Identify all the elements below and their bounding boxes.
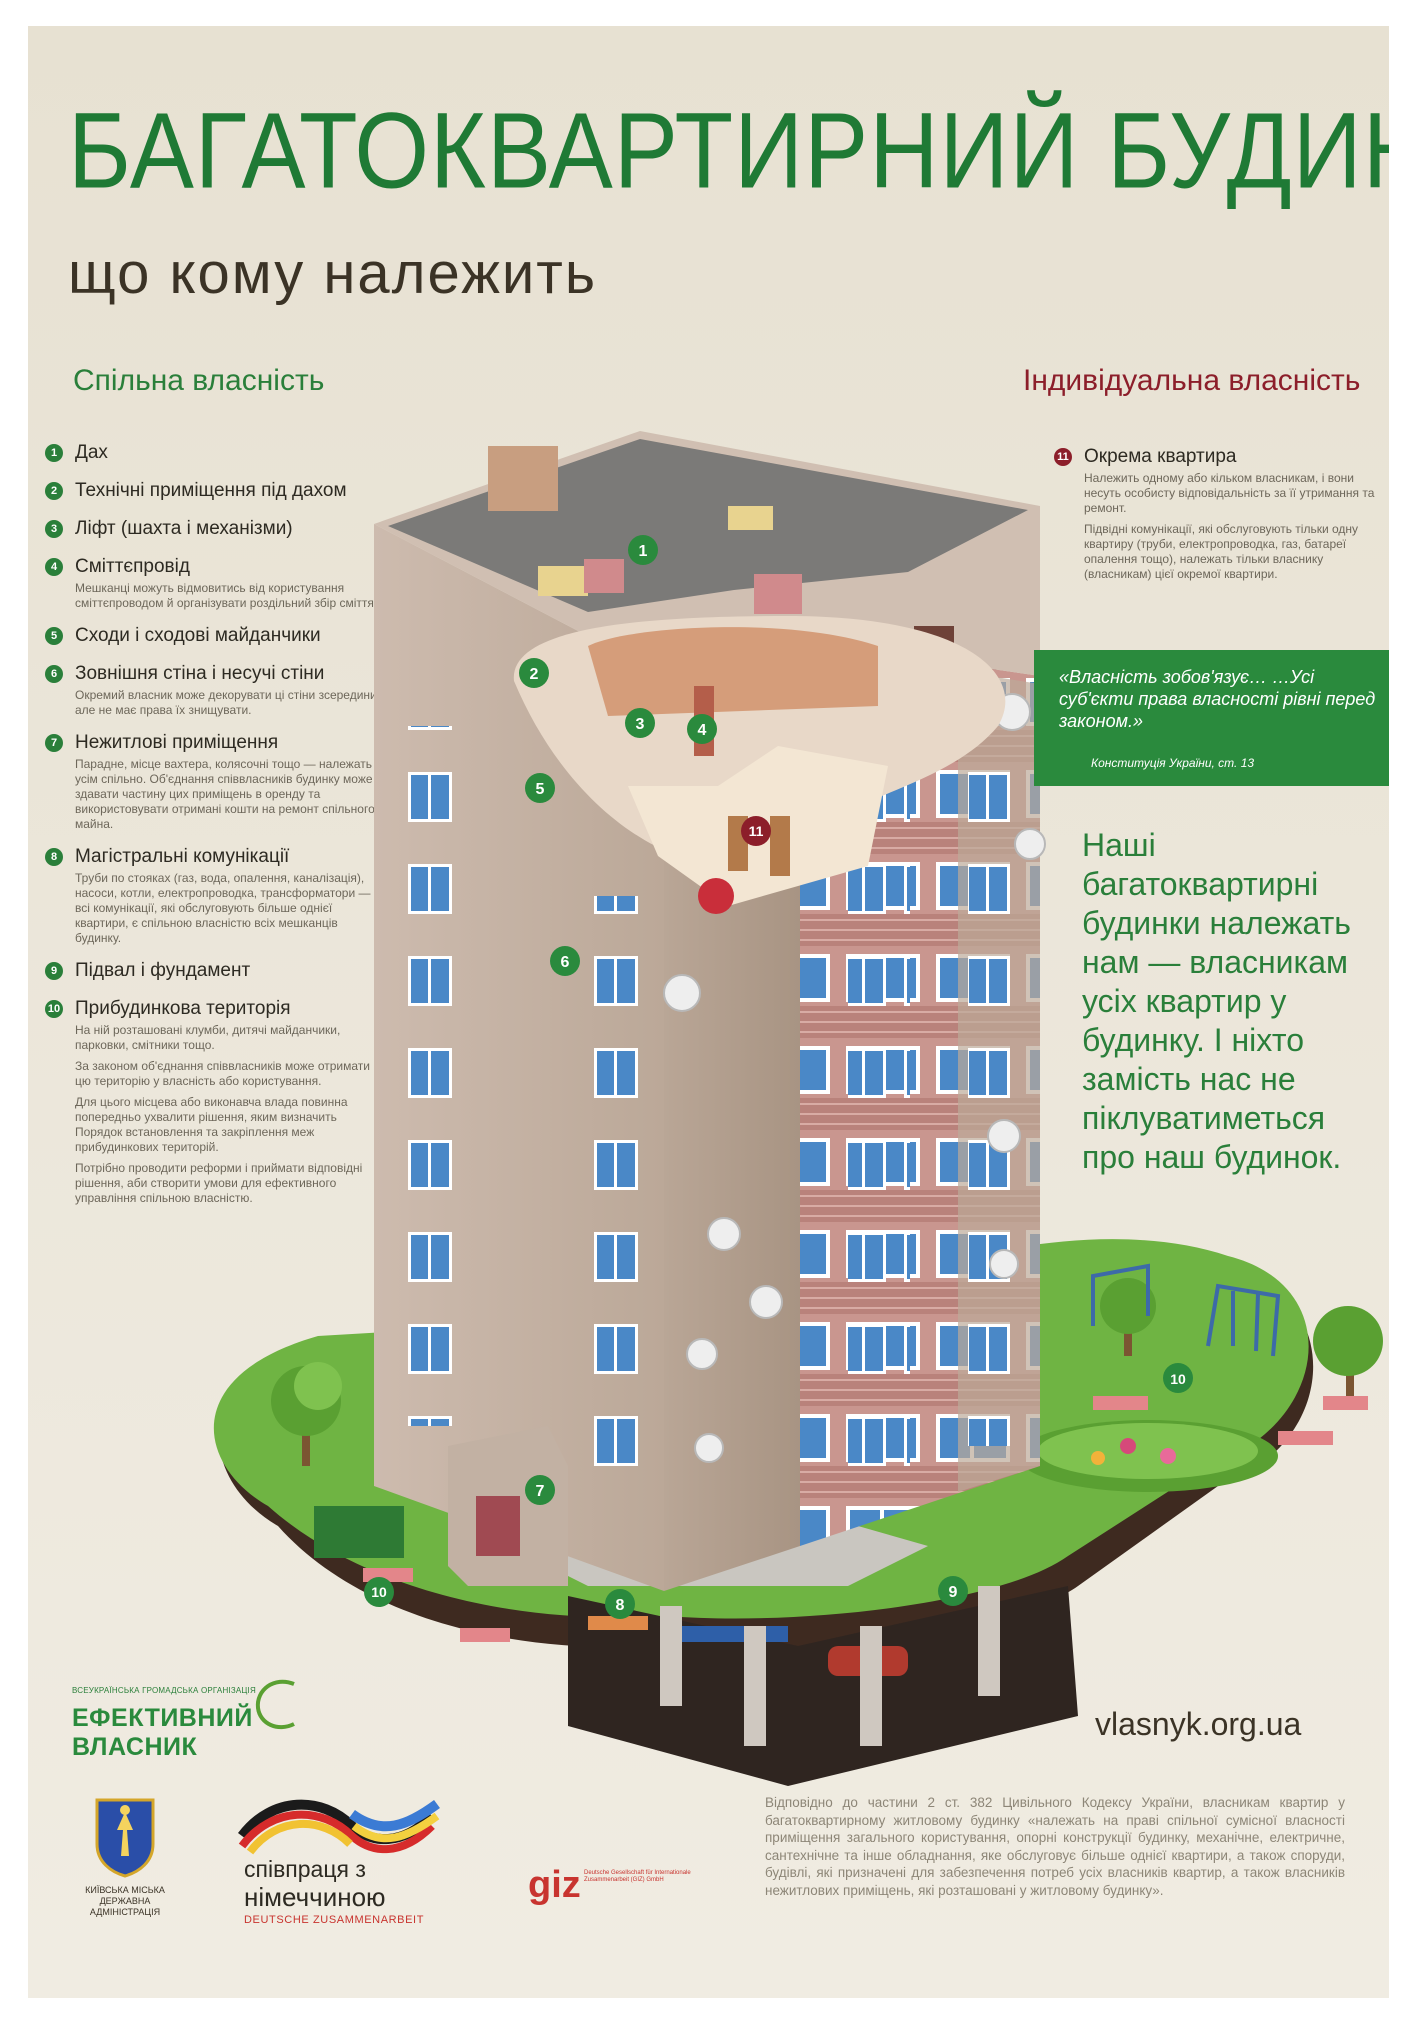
cooperation-line3: DEUTSCHE ZUSAMMENARBEIT [244,1914,425,1926]
poster: БАГАТОКВАРТИРНИЙ БУДИНОК що кому належит… [28,26,1389,1998]
item-title: Ліфт (шахта і механізми) [75,518,293,539]
list-item: 9 Підвал і фундамент [45,958,385,984]
list-item: 3 Ліфт (шахта і механізми) [45,516,385,542]
number-badge: 11 [1054,448,1072,466]
cooperation-line2: німеччиною [244,1882,386,1912]
giz-wordmark: giz [528,1864,581,1906]
list-item: 5 Сходи і сходові майданчики [45,623,385,649]
number-badge: 6 [45,665,63,683]
website-link[interactable]: vlasnyk.org.ua [1095,1706,1302,1742]
item-title: Магістральні комунікації [75,846,290,867]
pillars [660,1586,1000,1746]
trees [271,1278,1383,1466]
number-badge: 3 [45,520,63,538]
svg-text:5: 5 [536,781,545,798]
svg-text:7: 7 [536,1483,545,1500]
bench [460,1628,510,1642]
windows-column [408,726,470,1426]
svg-text:8: 8 [616,1597,625,1614]
org-name: ЕФЕКТИВНИЙВЛАСНИК [72,1704,253,1761]
common-heading: Спільна власність [73,364,325,397]
org-logo: ВСЕУКРАЇНСЬКА ГРОМАДСЬКА ОРГАНІЗАЦІЯ ЕФЕ… [72,1679,392,1761]
individual-property-item: 11 Окрема квартира Належить одному або к… [1054,444,1384,594]
slogan: Наші багатоквартирні будинки належать на… [1082,827,1351,1175]
roof-vent [538,566,588,596]
item-title: Прибудинкова територія [75,998,291,1019]
number-badge: 9 [45,962,63,980]
item-description: Окремий власник може декорувати ці стіни… [75,688,381,717]
number-badge: 8 [45,848,63,866]
number-badge: 5 [45,627,63,645]
constitution-quote: «Власність зобов'язує… …Усі суб'єкти пра… [1034,650,1389,786]
list-item: 1 Дах [45,440,385,466]
list-item: 4 Сміттєпровід Мешканці можуть відмовити… [45,554,385,611]
item-title: Нежитлові приміщення [75,732,279,753]
quote-text: «Власність зобов'язує… …Усі суб'єкти пра… [1059,667,1376,731]
item-title: Підвал і фундамент [75,960,251,981]
org-logo-icon [255,1679,295,1730]
info-board [314,1506,404,1558]
svg-text:10: 10 [1170,1371,1186,1387]
item-description: Труби по стояках (газ, вода, опалення, к… [75,871,371,945]
item-title: Сходи і сходові майданчики [75,625,321,646]
number-badge: 2 [45,482,63,500]
windows-column [968,766,1028,1446]
windows-column [588,896,650,1496]
svg-text:1: 1 [639,543,648,560]
item-title: Зовнішня стіна і несучі стіни [75,663,325,684]
roof-exit [488,446,558,511]
kmda-emblem-icon [95,1798,155,1878]
playground [1091,1263,1281,1357]
page-title: БАГАТОКВАРТИРНИЙ БУДИНОК [68,91,1389,211]
bench [1323,1396,1368,1410]
item-description: Парадне, місце вахтера, колясочні тощо —… [75,757,375,831]
number-badge: 7 [45,734,63,752]
list-item: 8 Магістральні комунікації Труби по стоя… [45,844,385,946]
entrance-door [476,1496,520,1556]
giz-subtitle: Deutsche Gesellschaft für Internationale… [584,1870,691,1883]
individual-heading: Індивідуальна власність [1023,364,1361,397]
number-badge: 10 [45,1000,63,1018]
bench [1093,1396,1148,1410]
list-item: 6 Зовнішня стіна і несучі стіни Окремий … [45,661,385,718]
list-item: 7 Нежитлові приміщення Парадне, місце ва… [45,730,385,832]
cooperation-logo: співпраця з німеччиною DEUTSCHE ZUSAMMEN… [232,1796,442,1926]
bench [1278,1431,1333,1445]
common-property-list: 1 Дах 2 Технічні приміщення під дахом 3 … [45,440,385,1218]
org-tagline: ВСЕУКРАЇНСЬКА ГРОМАДСЬКА ОРГАНІЗАЦІЯ [72,1686,256,1695]
svg-text:2: 2 [530,666,539,683]
svg-text:4: 4 [698,722,707,739]
svg-text:11: 11 [749,823,764,839]
svg-text:3: 3 [636,716,645,733]
item-title: Технічні приміщення під дахом [75,480,347,501]
svg-text:6: 6 [561,954,570,971]
number-markers: 1 2 3 4 5 6 7 8 9 10 10 11 [364,535,1193,1619]
item-title: Окрема квартира [1084,446,1237,467]
law-citation: Відповідно до частини 2 ст. 382 Цивільно… [765,1795,1345,1898]
quote-source: Конституція України, ст. 13 [1091,756,1255,770]
item-title: Сміттєпровід [75,556,190,577]
item-description: Належить одному або кільком власникам, і… [1084,471,1375,581]
page-subtitle: що кому належить [68,241,598,306]
number-badge: 4 [45,558,63,576]
svg-text:10: 10 [371,1584,387,1600]
number-badge: 1 [45,444,63,462]
item-description: На ній розташовані клумби, дитячі майдан… [75,1023,370,1205]
building-illustration: 1 2 3 4 5 6 7 8 9 10 10 11 [213,431,1383,1786]
item-description: Мешканці можуть відмовитись від користув… [75,581,378,610]
cooperation-line1: співпраця з [244,1856,366,1882]
item-title: Дах [75,442,108,463]
list-item: 10 Прибудинкова територія На ній розташо… [45,996,385,1206]
satellite-dishes [663,693,1046,1463]
flags-ribbon-icon [238,1799,440,1855]
list-item: 2 Технічні приміщення під дахом [45,478,385,504]
svg-text:9: 9 [949,1584,958,1601]
list-item: 11 Окрема квартира Належить одному або к… [1054,444,1384,582]
